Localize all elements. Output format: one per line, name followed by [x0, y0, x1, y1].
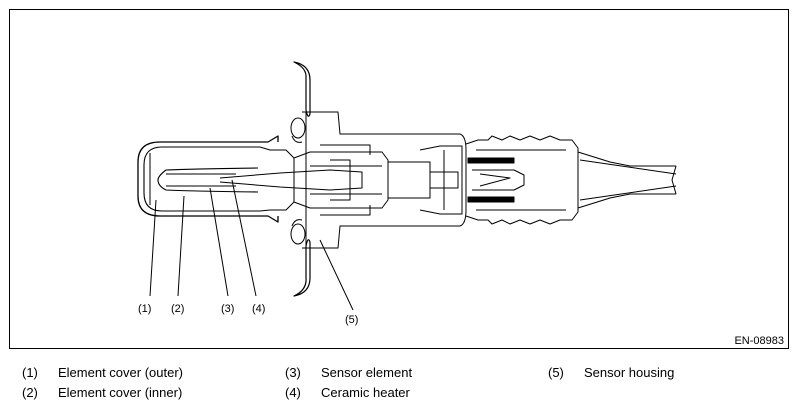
legend-label: Sensor element — [321, 365, 413, 380]
legend-number: (5) — [548, 365, 564, 380]
leader-1 — [149, 199, 157, 297]
legend-label: Element cover (outer) — [58, 365, 183, 380]
leader-3 — [209, 187, 229, 297]
leader-4 — [231, 179, 257, 297]
flange-bottom-hole — [290, 223, 306, 245]
ceramic-heater — [219, 169, 363, 191]
leader-2 — [177, 195, 185, 297]
rubber-boot — [465, 135, 579, 225]
legend-item-2: (2) Element cover (inner) — [22, 385, 182, 400]
callout-2: (2) — [171, 303, 185, 315]
terminal-lower — [467, 196, 515, 203]
cable — [577, 151, 676, 209]
legend-number: (2) — [22, 385, 38, 400]
oxygen-sensor-cross-section — [137, 61, 677, 311]
sensor-element — [157, 167, 259, 193]
legend-item-4: (4) Ceramic heater — [285, 385, 410, 400]
legend-label: Element cover (inner) — [58, 385, 183, 400]
legend-item-5: (5) Sensor housing — [548, 365, 674, 380]
callout-3: (3) — [221, 303, 235, 315]
legend-label: Ceramic heater — [321, 385, 410, 400]
legend-item-1: (1) Element cover (outer) — [22, 365, 183, 380]
flange-top-hole — [290, 117, 306, 139]
flange-bottom — [293, 239, 311, 297]
element-cover-inner — [143, 146, 260, 212]
leader-5 — [319, 239, 354, 311]
callout-4: (4) — [252, 303, 266, 315]
callout-1: (1) — [138, 303, 152, 315]
legend-number: (3) — [285, 365, 301, 380]
flange-top — [293, 61, 311, 117]
terminal-upper — [467, 157, 515, 164]
legend-item-3: (3) Sensor element — [285, 365, 412, 380]
figure-frame: (1) (2) (3) (4) (5) EN-08983 — [9, 9, 789, 349]
legend-number: (4) — [285, 385, 301, 400]
sensor-housing — [302, 111, 467, 249]
figure-id: EN-08983 — [734, 335, 784, 347]
element-cover-outer — [137, 135, 279, 223]
legend-label: Sensor housing — [584, 365, 675, 380]
callout-5: (5) — [345, 314, 359, 326]
legend-number: (1) — [22, 365, 38, 380]
